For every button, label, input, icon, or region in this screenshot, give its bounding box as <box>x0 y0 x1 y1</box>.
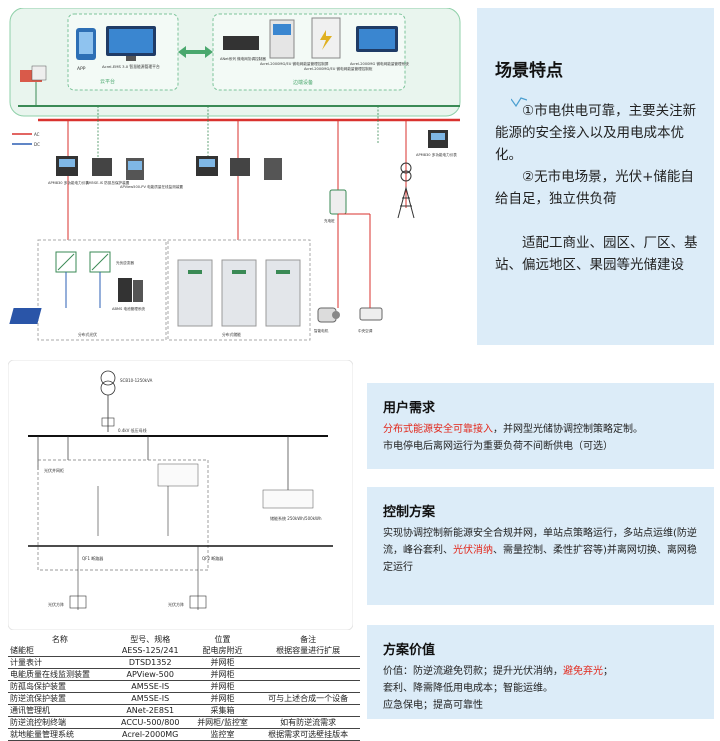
col-model: 型号、规格 <box>130 635 171 644</box>
scenario-title: 场景特点 <box>495 61 563 81</box>
control-highlight: 光伏消纳 <box>453 545 493 556</box>
svg-text:光伏方阵: 光伏方阵 <box>168 601 184 607</box>
value-line-3: 应急保电；提高可靠性 <box>383 700 483 711</box>
control-text-b: 、需量控制、柔性扩容等)并离网切换、离网稳定运行 <box>383 545 697 573</box>
svg-text:中央空调: 中央空调 <box>358 328 373 333</box>
svg-text:Acrel-2000MG/EU 微电网能量管理控制屏: Acrel-2000MG/EU 微电网能量管理控制屏 <box>260 61 329 66</box>
svg-text:Acrel-2000MG/EU 微电网能量管理控制柜: Acrel-2000MG/EU 微电网能量管理控制柜 <box>304 66 373 71</box>
svg-text:ABMS 电池管理系统: ABMS 电池管理系统 <box>112 306 145 311</box>
svg-text:AC: AC <box>34 132 40 137</box>
svg-text:DC: DC <box>34 142 40 147</box>
needs-line-1: ，并网型光储协调控制策略定制。 <box>493 424 643 435</box>
svg-text:储能系统 250kWh/500kWh: 储能系统 250kWh/500kWh <box>270 515 322 521</box>
scenario-applicable: 适配工商业、园区、厂区、基站、偏远地区、果园等光储建设 <box>495 235 698 273</box>
control-plan-card: 控制方案 实现协调控制新能源安全合规并网，单站点策略运行，多站点运维(防逆流，峰… <box>367 487 714 605</box>
svg-text:AM5SE-IS 防孤岛保护装置: AM5SE-IS 防孤岛保护装置 <box>86 180 130 185</box>
table-header-row: 名称 型号、规格 位置 备注 <box>8 634 360 645</box>
svg-text:APM830 多功能电力仪表: APM830 多功能电力仪表 <box>416 152 457 157</box>
value-line-1b: ； <box>603 666 613 677</box>
svg-text:充电桩: 充电桩 <box>324 218 335 223</box>
svg-text:Acrel-EMS 3.0 智慧能源管理平台: Acrel-EMS 3.0 智慧能源管理平台 <box>102 64 160 69</box>
col-name: 名称 <box>51 635 68 644</box>
svg-text:SCB10-1250kVA: SCB10-1250kVA <box>120 378 153 383</box>
svg-text:APP: APP <box>77 66 86 72</box>
solution-value-body: 价值：防逆流避免罚款；提升光伏消纳，避免弃光； 套利、降需降低用电成本；智能运维… <box>383 663 703 714</box>
value-line-1a: 价值：防逆流避免罚款；提升光伏消纳， <box>383 666 563 677</box>
control-plan-body: 实现协调控制新能源安全合规并网，单站点策略运行，多站点运维(防逆流，峰谷套利、光… <box>383 525 703 576</box>
col-remark: 备注 <box>300 635 317 644</box>
quote-mark-icon <box>511 97 527 107</box>
svg-text:光伏逆变器: 光伏逆变器 <box>116 260 134 265</box>
svg-text:云平台: 云平台 <box>100 78 115 85</box>
solution-value-card: 方案价值 价值：防逆流避免罚款；提升光伏消纳，避免弃光； 套利、降需降低用电成本… <box>367 625 714 719</box>
svg-text:光伏并网柜: 光伏并网柜 <box>44 467 64 473</box>
scenario-body: ①市电供电可靠，主要关注新能源的安全接入以及用电成本优化。 ②无市电场景，光伏+… <box>495 100 700 276</box>
svg-text:QF2 断路器: QF2 断路器 <box>202 555 223 561</box>
scenario-point-2: ②无市电场景，光伏+储能自给自足，独立供负荷 <box>495 169 694 207</box>
svg-text:QF1 断路器: QF1 断路器 <box>82 555 103 561</box>
svg-text:光伏方阵: 光伏方阵 <box>48 601 64 607</box>
control-plan-title: 控制方案 <box>383 505 436 520</box>
svg-text:0.4kV 低压母线: 0.4kV 低压母线 <box>118 427 147 433</box>
svg-text:智能电机: 智能电机 <box>314 328 329 333</box>
svg-text:分布式光伏: 分布式光伏 <box>78 332 97 337</box>
single-line-diagram: SCB10-1250kVA 0.4kV 低压母线 光伏并网柜 储能系统 250k… <box>8 360 353 630</box>
user-needs-title: 用户需求 <box>383 401 436 416</box>
value-line-2: 套利、降需降低用电成本；智能运维。 <box>383 683 553 694</box>
svg-text:Acrel-2000MG 微电网能量管理系统: Acrel-2000MG 微电网能量管理系统 <box>350 61 409 66</box>
controller-icon <box>223 36 259 50</box>
svg-text:边端设备: 边端设备 <box>293 79 313 86</box>
needs-highlight: 分布式能源安全可靠接入 <box>383 424 493 435</box>
svg-text:ANet系列 微电网协调控制器: ANet系列 微电网协调控制器 <box>220 56 266 61</box>
control-text-a: 实现协调控制新能源安全合规并网，单站点策略运行，多站点运维(防逆流，峰谷套利、 <box>383 528 697 556</box>
col-location: 位置 <box>214 635 231 644</box>
scenario-point-1: ①市电供电可靠，主要关注新能源的安全接入以及用电成本优化。 <box>495 103 697 163</box>
svg-text:APM830 多功能电力仪表: APM830 多功能电力仪表 <box>48 180 89 185</box>
solution-value-title: 方案价值 <box>383 643 436 658</box>
user-needs-card: 用户需求 分布式能源安全可靠接入，并网型光储协调控制策略定制。 市电停电后离网运… <box>367 383 714 469</box>
needs-line-2: 市电停电后离网运行为重要负荷不间断供电（可选） <box>383 441 613 452</box>
user-needs-body: 分布式能源安全可靠接入，并网型光储协调控制策略定制。 市电停电后离网运行为重要负… <box>383 421 703 455</box>
value-highlight: 避免弃光 <box>563 666 603 677</box>
svg-text:分布式储能: 分布式储能 <box>222 332 241 337</box>
microgrid-architecture-diagram: APP Acrel-EMS 3.0 智慧能源管理平台 云平台 ANet系列 微电… <box>9 8 461 341</box>
scenario-card: 场景特点 ①市电供电可靠，主要关注新能源的安全接入以及用电成本优化。 ②无市电场… <box>477 8 714 345</box>
svg-text:APView500-PV 电能质量在线监测装置: APView500-PV 电能质量在线监测装置 <box>120 184 183 189</box>
